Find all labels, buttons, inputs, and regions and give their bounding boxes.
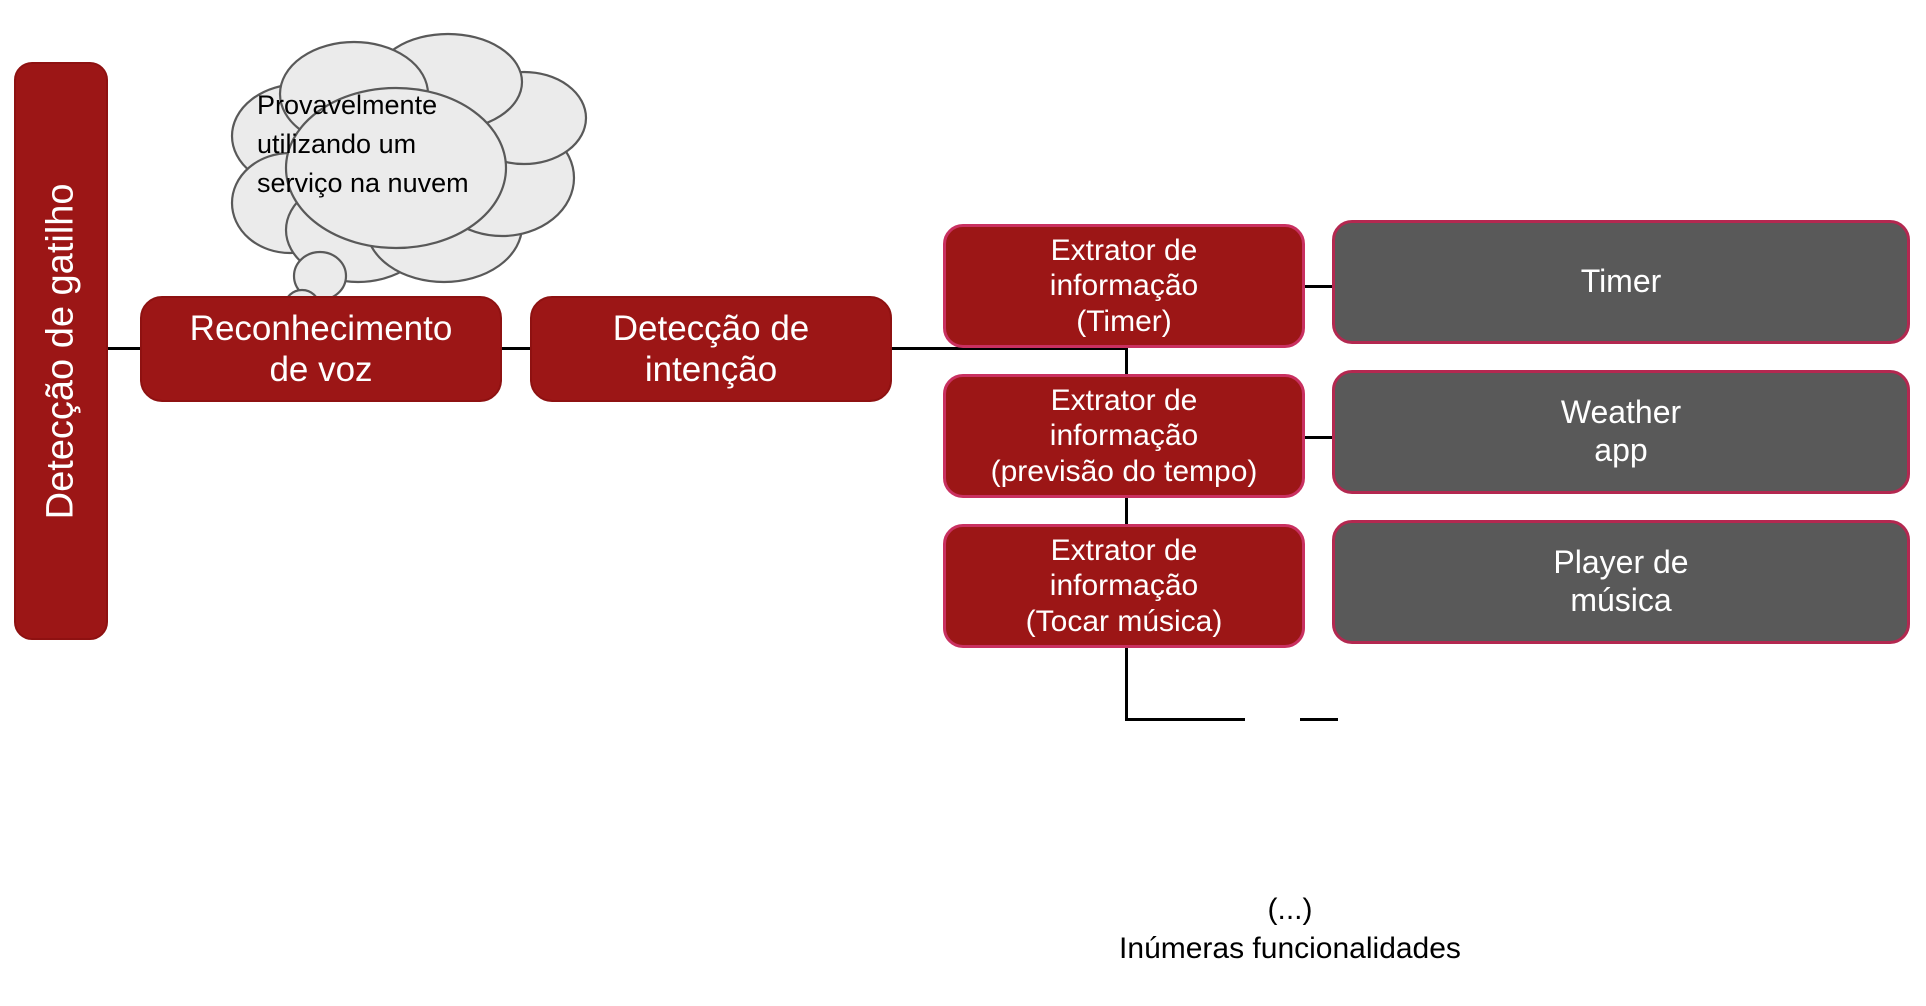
thought-cloud: Provavelmente utilizando um serviço na n… — [172, 18, 592, 328]
connector-extractor-to-app-music — [1300, 718, 1338, 721]
footer-note: (...) Inúmeras funcionalidades — [1040, 890, 1540, 968]
node-speech-recognition-label: Reconhecimento de voz — [189, 308, 453, 389]
node-app-music[interactable]: Player de música — [1332, 520, 1910, 644]
node-app-timer[interactable]: Timer — [1332, 220, 1910, 344]
node-app-weather[interactable]: Weather app — [1332, 370, 1910, 494]
connector-extractor-to-app-weather — [1300, 436, 1338, 439]
thought-cloud-text: Provavelmente utilizando um serviço na n… — [257, 90, 469, 199]
node-extractor-timer-label: Extrator de informação (Timer) — [1049, 233, 1199, 338]
node-app-music-label: Player de música — [1553, 544, 1689, 618]
node-extractor-weather[interactable]: Extrator de informação (previsão do temp… — [943, 374, 1305, 498]
node-extractor-weather-label: Extrator de informação (previsão do temp… — [990, 383, 1258, 488]
node-app-timer-label: Timer — [1580, 263, 1662, 300]
node-app-weather-label: Weather app — [1560, 394, 1682, 468]
node-extractor-timer[interactable]: Extrator de informação (Timer) — [943, 224, 1305, 348]
cloud-shape-icon — [230, 32, 588, 324]
node-trigger-detection[interactable]: Detecção de gatilho — [14, 62, 108, 640]
footer-note-ellipsis: (...) — [1267, 893, 1313, 926]
connector-trigger-to-asr — [108, 347, 144, 350]
node-extractor-music-label: Extrator de informação (Tocar música) — [1025, 533, 1223, 638]
node-trigger-detection-label: Detecção de gatilho — [39, 183, 82, 519]
node-intent-detection-label: Detecção de intenção — [612, 308, 810, 389]
node-extractor-music[interactable]: Extrator de informação (Tocar música) — [943, 524, 1305, 648]
connector-branch-to-extractor-music — [1125, 718, 1245, 721]
node-speech-recognition[interactable]: Reconhecimento de voz — [140, 296, 502, 402]
connector-intent-stem — [890, 347, 1128, 350]
footer-note-text: Inúmeras funcionalidades — [1119, 932, 1461, 965]
connector-branch-bus — [1125, 285, 1128, 721]
connector-asr-to-intent — [500, 347, 534, 350]
connector-extractor-to-app-timer — [1300, 285, 1338, 288]
node-intent-detection[interactable]: Detecção de intenção — [530, 296, 892, 402]
